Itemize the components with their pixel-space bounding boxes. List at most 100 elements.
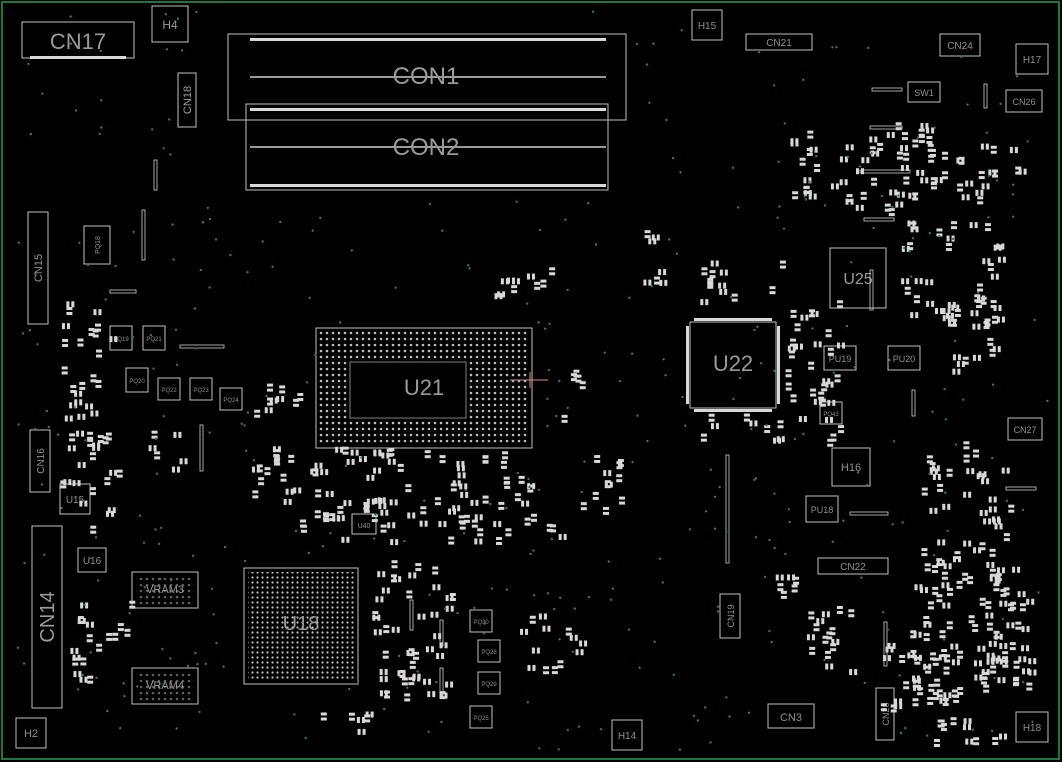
passive-part	[938, 654, 947, 661]
via	[100, 126, 103, 129]
via	[23, 561, 26, 565]
cn3-connector[interactable]: CN3	[767, 703, 815, 729]
long-part	[869, 269, 874, 311]
u40-chip[interactable]: U40	[351, 513, 377, 535]
pu19-chip[interactable]: PU19	[823, 345, 857, 371]
u16-chip[interactable]: U16	[77, 547, 107, 573]
via	[34, 273, 37, 276]
pq28-component[interactable]: PQ28	[477, 639, 501, 663]
pq43-component[interactable]: PQ43	[819, 401, 843, 425]
via	[591, 10, 595, 13]
cn22-connector[interactable]: CN22	[817, 557, 889, 575]
con2-connector[interactable]: CON2	[245, 103, 609, 191]
via	[229, 253, 232, 257]
via	[558, 379, 561, 383]
cn15-connector[interactable]: CN15	[27, 211, 49, 325]
h17-label: H17	[1023, 55, 1042, 66]
pq20-component[interactable]: PQ20	[125, 367, 149, 393]
passive-part	[936, 594, 943, 603]
via	[293, 713, 296, 716]
h2-mount-hole[interactable]: H2	[15, 717, 47, 749]
via	[41, 92, 44, 96]
cn14-connector[interactable]: CN14	[31, 525, 63, 709]
pu18-chip[interactable]: PU18	[805, 495, 839, 523]
u15-chip[interactable]: U15	[59, 483, 91, 515]
passive-part	[654, 276, 661, 285]
passive-part	[267, 383, 274, 392]
cn18-connector[interactable]: CN18	[177, 72, 197, 128]
passive-part	[61, 366, 68, 375]
pq19-component[interactable]: PQ19	[109, 325, 133, 351]
cn21-connector[interactable]: CN21	[745, 33, 813, 51]
pu20-chip[interactable]: PU20	[887, 345, 921, 371]
passive-part	[974, 674, 983, 681]
passive-part	[989, 348, 996, 357]
via	[169, 657, 172, 660]
via	[566, 406, 569, 410]
vram3-chip[interactable]: VRAM3	[131, 571, 199, 609]
passive-part	[981, 183, 990, 190]
pq24-component[interactable]: PQ24	[219, 387, 243, 411]
passive-part	[387, 522, 396, 529]
pq29-component[interactable]: PQ29	[477, 671, 501, 695]
passive-part	[1015, 166, 1022, 175]
cn16-connector[interactable]: CN16	[29, 429, 51, 493]
cn24-connector[interactable]: CN24	[939, 33, 981, 57]
cn17-connector[interactable]: CN17	[21, 21, 135, 59]
passive-part	[996, 316, 1005, 323]
passive-part	[973, 737, 980, 746]
passive-part	[827, 347, 834, 356]
via	[529, 552, 532, 556]
passive-part	[937, 483, 944, 492]
vram4-chip[interactable]: VRAM4	[131, 667, 199, 705]
h14-mount-hole[interactable]: H14	[611, 719, 643, 751]
h17-mount-hole[interactable]: H17	[1015, 43, 1049, 75]
h15-mount-hole[interactable]: H15	[691, 9, 723, 41]
u21-label: U21	[404, 375, 444, 400]
pq30-component[interactable]: PQ30	[469, 609, 493, 633]
u22-chip[interactable]: U22	[686, 318, 780, 412]
via	[119, 727, 122, 730]
via	[925, 734, 929, 737]
u22-label: U22	[713, 351, 753, 376]
sw1-switch[interactable]: SW1	[907, 81, 941, 103]
pq19-label: PQ19	[113, 337, 129, 343]
via	[951, 237, 955, 241]
via	[555, 414, 558, 418]
via	[938, 234, 941, 238]
passive-part	[701, 267, 708, 276]
passive-part	[104, 477, 111, 486]
passive-part	[910, 649, 917, 658]
pq18-component[interactable]: PQ18	[83, 225, 111, 265]
u25-chip[interactable]: U25	[829, 247, 887, 309]
pq22-component[interactable]: PQ22	[157, 377, 181, 401]
passive-part	[963, 491, 972, 498]
u21-cpu-chip[interactable]: U21	[315, 327, 548, 449]
pq21-component[interactable]: PQ21	[142, 325, 166, 351]
via	[658, 557, 661, 560]
via	[911, 237, 915, 240]
con1-connector[interactable]: CON1	[227, 33, 627, 121]
via	[756, 325, 759, 328]
h16-mount-hole[interactable]: H16	[831, 447, 871, 487]
h18-mount-hole[interactable]: H18	[1015, 711, 1049, 743]
passive-part	[76, 430, 85, 437]
passive-part	[498, 501, 505, 510]
via	[882, 611, 885, 614]
passive-part	[279, 385, 286, 394]
cn19-connector[interactable]: CN19	[719, 593, 741, 639]
pq23-component[interactable]: PQ23	[189, 377, 213, 401]
passive-part	[85, 403, 94, 410]
via	[990, 729, 994, 732]
via	[210, 587, 214, 590]
passive-part	[790, 309, 797, 318]
u18-gpu-chip[interactable]: U18	[243, 567, 359, 685]
cn27-connector[interactable]: CN27	[1007, 417, 1043, 441]
cn26-connector[interactable]: CN26	[1005, 89, 1043, 113]
passive-part	[743, 413, 750, 422]
passive-part	[397, 670, 406, 677]
pq25-component[interactable]: PQ25	[469, 705, 493, 729]
h4-top-mount-hole[interactable]: H4	[151, 5, 189, 43]
cn28-connector[interactable]: CN28	[875, 687, 895, 741]
